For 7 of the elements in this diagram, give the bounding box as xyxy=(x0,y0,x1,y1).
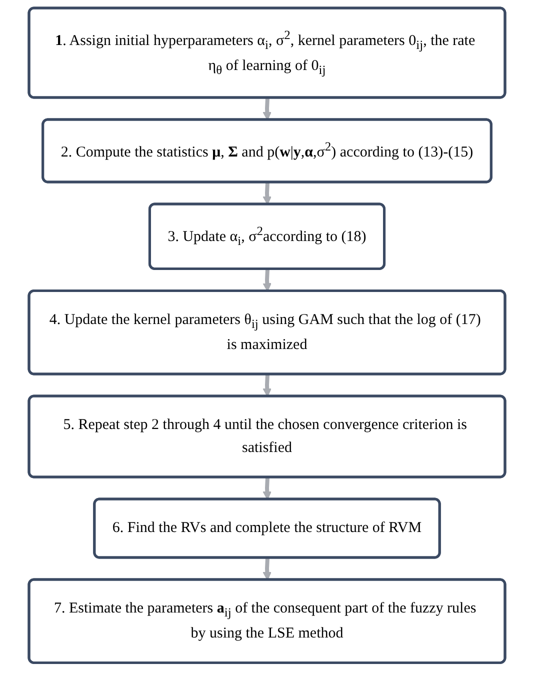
flowchart: 1. Assign initial hyperparameters α$_{i}$, σ$^{2}$, kernel parameters 0$_{ij}$, the rate η$_{θ}$ of learning of 0$_{ij}$ 2. Compute the statistics μ, Σ and p(w|y,α,σ$^{2}$) according to (13)-(15) 3. Update α$_{i}$, σ$^{2}$according to (18) 4. Update the kernel parameters θ$_{ij}$ using GAM such that the log of (17) is maximized 5. Repeat step 2 through 4 until the chosen convergence criterion is satisfied 6. Find the RVs and complete the structure of RVM 7. Estimate the parameters a$_{ij}$ of the consequent part of the fuzzy rules by using the LSE method xyxy=(20,0,512,671)
arrow xyxy=(262,558,272,580)
arrow xyxy=(262,98,272,120)
arrow xyxy=(262,477,272,500)
arrow xyxy=(262,269,272,292)
arrow xyxy=(262,182,272,205)
arrow xyxy=(262,374,272,397)
